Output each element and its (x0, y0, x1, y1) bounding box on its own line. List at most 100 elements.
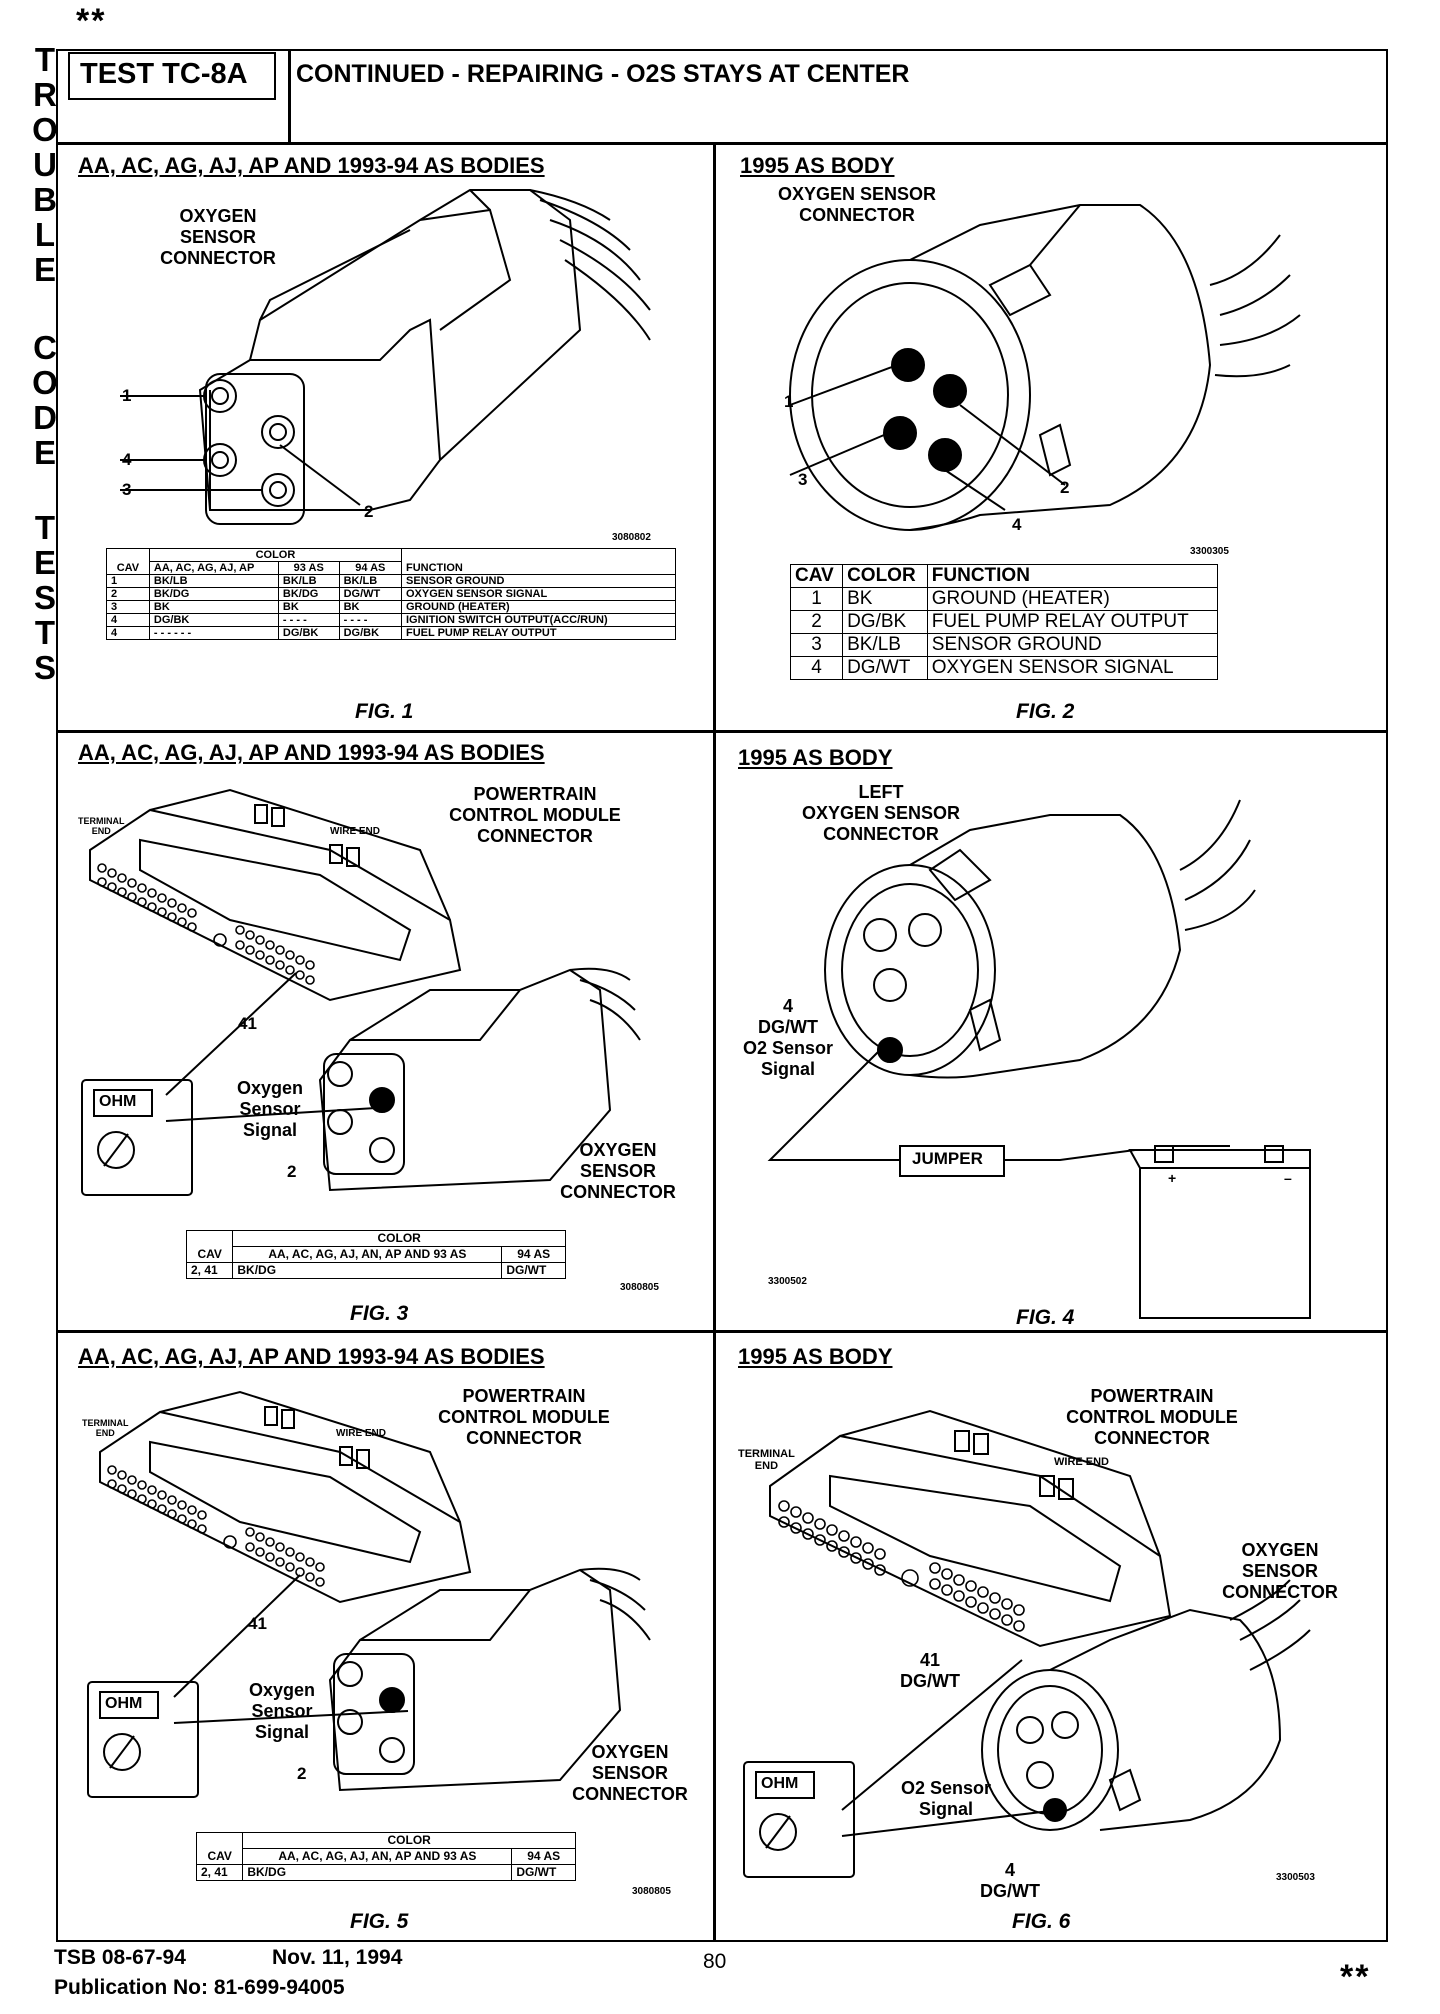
panel1-pin-2: 2 (364, 502, 374, 521)
panel6-title: 1995 AS BODY (738, 1344, 893, 1369)
side-letter: O (32, 111, 58, 148)
panel2-figure-label: FIG. 2 (1016, 700, 1075, 723)
panel4-battery-minus: – (1284, 1170, 1292, 1186)
panel1-table-header-function: FUNCTION (401, 548, 676, 575)
panel5-table: CAV COLOR AA, AC, AG, AJ, AN, AP AND 93 … (195, 1832, 576, 1881)
table-cell: BK (338, 600, 403, 614)
table-cell: GROUND (HEATER) (926, 587, 1219, 611)
table-cell: DG/BK (338, 626, 403, 640)
table-cell: 4 (106, 626, 150, 640)
side-letter: T (34, 509, 56, 546)
panel6-figure-label: FIG. 6 (1012, 1910, 1071, 1933)
panel6-terminal-end: TERMINAL END (738, 1448, 795, 1472)
side-letter: S (33, 649, 56, 686)
panel1-callout: OXYGEN SENSOR CONNECTOR (160, 206, 276, 268)
table-cell: 3 (789, 633, 844, 657)
panel5-pcm-drawing (99, 1390, 472, 1604)
table-cell: DG/WT (501, 1262, 566, 1279)
panel3-code: 3080805 (620, 1282, 659, 1293)
panel3-table-header-aa: AA, AC, AG, AJ, AN, AP AND 93 AS (232, 1246, 503, 1263)
panel2-pin-1: 1 (784, 392, 794, 411)
panel3-pin-41: 41 (238, 1014, 257, 1033)
table-cell: DG/WT (842, 656, 928, 680)
panel4-code: 3300502 (768, 1276, 807, 1287)
panel6-meter-readout: OHM (761, 1775, 799, 1792)
table-cell: BK/DG (232, 1262, 503, 1279)
panel6-pcm-drawing (769, 1409, 1172, 1648)
panel5-code: 3080805 (632, 1886, 671, 1897)
panel4-figure-label: FIG. 4 (1016, 1306, 1075, 1329)
side-letter: S (33, 579, 56, 616)
panel6-o2-callout: OXYGEN SENSOR CONNECTOR (1222, 1540, 1338, 1602)
table-cell: 2 (106, 587, 150, 601)
panel4-jumper-label: JUMPER (912, 1149, 983, 1168)
panel3-title: AA, AC, AG, AJ, AP AND 1993-94 AS BODIES (78, 740, 545, 765)
panel5-table-header-cav: CAV (195, 1832, 244, 1865)
panel5-pin-41: 41 (248, 1614, 267, 1633)
panel2-code: 3300305 (1190, 546, 1229, 557)
panel4-callout: LEFT OXYGEN SENSOR CONNECTOR (801, 782, 961, 844)
panel2-title: 1995 AS BODY (740, 153, 895, 178)
table-cell: BK/LB (338, 574, 403, 588)
panel5-signal-label: Oxygen Sensor Signal (248, 1680, 316, 1742)
panel1-pin-4: 4 (122, 450, 132, 469)
panel1-pin-3: 3 (122, 480, 132, 499)
side-letter: U (33, 146, 57, 183)
panel6-pin-4: 4 DG/WT (980, 1860, 1040, 1901)
panel1-title: AA, AC, AG, AJ, AP AND 1993-94 AS BODIES (78, 153, 545, 178)
panel1-table: CAV COLOR FUNCTION AA, AC, AG, AJ, AP 93… (106, 548, 676, 640)
panel5-table-header-aa: AA, AC, AG, AJ, AN, AP AND 93 AS (242, 1848, 513, 1865)
panel3-wire-end: WIRE END (330, 826, 380, 837)
table-cell: BK/LB (842, 633, 928, 657)
table-cell: IGNITION SWITCH OUTPUT(ACC/RUN) (401, 613, 676, 627)
panel2-pin-4: 4 (1012, 515, 1022, 534)
panel5-wire-end: WIRE END (336, 1428, 386, 1439)
panel6-o2-drawing (981, 1579, 1311, 1831)
panel3-table-header-94as: 94 AS (501, 1246, 566, 1263)
panel1-connector-drawing (120, 189, 651, 525)
panel6-signal-label: O2 Sensor Signal (900, 1778, 992, 1819)
side-letter: E (33, 251, 56, 288)
panel5-table-group-header: COLOR (242, 1832, 576, 1849)
footer-date: Nov. 11, 1994 (272, 1946, 403, 1969)
table-cell: BK (842, 587, 928, 611)
table-cell: - - - - (338, 613, 403, 627)
table-cell: BK/DG (277, 587, 340, 601)
panel5-terminal-end: TERMINAL END (82, 1418, 129, 1438)
panel2-table-header-color: COLOR (842, 564, 928, 588)
table-cell: BK/LB (148, 574, 279, 588)
panel5-figure-label: FIG. 5 (350, 1910, 409, 1933)
table-cell: BK/LB (277, 574, 340, 588)
panel4-battery-plus: + (1168, 1170, 1177, 1186)
panel1-table-header-aa: AA, AC, AG, AJ, AP (148, 561, 279, 575)
panel5-pcm-callout: POWERTRAIN CONTROL MODULE CONNECTOR (438, 1386, 610, 1448)
table-cell: DG/BK (277, 626, 340, 640)
table-cell: DG/WT (338, 587, 403, 601)
header-divider (56, 142, 1388, 145)
table-cell: BK (277, 600, 340, 614)
header-separator (288, 49, 291, 142)
side-letter: L (34, 216, 56, 253)
side-letter: D (33, 399, 57, 436)
table-cell: SENSOR GROUND (926, 633, 1219, 657)
panel3-table-header-cav: CAV (185, 1230, 234, 1263)
table-cell: 2, 41 (185, 1262, 234, 1279)
panel5-meter-drawing (87, 1681, 199, 1798)
table-cell: DG/WT (511, 1864, 576, 1881)
panel5-lead-lines (173, 1574, 409, 1724)
table-cell: - - - - - - (148, 626, 279, 640)
panel3-o2-drawing (318, 967, 641, 1192)
side-letter: E (33, 544, 56, 581)
panel5-table-header-94as: 94 AS (511, 1848, 576, 1865)
panel5-o2-drawing (328, 1567, 651, 1792)
